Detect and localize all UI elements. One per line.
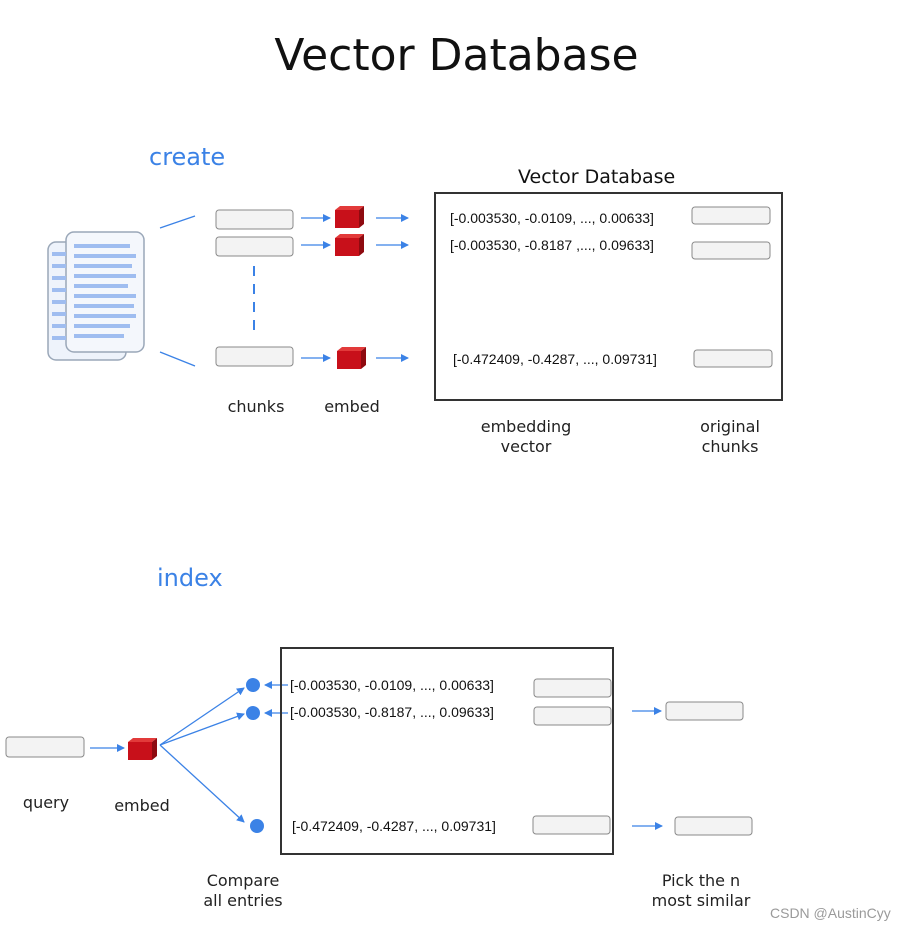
db-title: Vector Database xyxy=(518,166,676,188)
original-chunk-box xyxy=(533,678,612,698)
create-vector-2: [-0.003530, -0.8187 ,..., 0.09633] xyxy=(450,237,654,253)
original-chunks-label: original chunks xyxy=(700,417,760,456)
doc-connector-bottom xyxy=(159,351,196,367)
index-embed-label: embed xyxy=(114,796,170,815)
result-chunk-box xyxy=(674,816,753,836)
chunk-box xyxy=(215,236,294,257)
compare-dot xyxy=(246,678,260,692)
chunk-box xyxy=(215,346,294,367)
index-vector-2: [-0.003530, -0.8187, ..., 0.09633] xyxy=(290,704,494,720)
embed-cube-icon xyxy=(335,206,364,228)
embed-cube-icon xyxy=(335,234,364,256)
original-chunk-box xyxy=(693,349,773,368)
original-chunk-box xyxy=(533,706,612,726)
index-section-label: index xyxy=(157,564,223,592)
compare-dot xyxy=(250,819,264,833)
chunk-box xyxy=(215,209,294,230)
index-db-box xyxy=(280,647,614,855)
vector-db-box xyxy=(434,192,783,401)
embed-label: embed xyxy=(324,397,380,416)
query-label: query xyxy=(22,793,70,812)
create-vector-3: [-0.472409, -0.4287, ..., 0.09731] xyxy=(453,351,657,367)
index-vector-3: [-0.472409, -0.4287, ..., 0.09731] xyxy=(292,818,496,834)
watermark: CSDN @AustinCyy xyxy=(770,905,891,921)
index-vector-1: [-0.003530, -0.0109, ..., 0.00633] xyxy=(290,677,494,693)
page-title: Vector Database xyxy=(274,30,639,81)
documents-icon xyxy=(47,231,145,361)
compare-label: Compare all entries xyxy=(203,871,283,910)
compare-dot xyxy=(246,706,260,720)
doc-connector-top xyxy=(159,215,196,229)
pick-label: Pick the n most similar xyxy=(651,871,751,910)
original-chunk-box xyxy=(691,206,771,225)
create-section-label: create xyxy=(149,143,226,171)
chunks-label: chunks xyxy=(227,397,285,416)
original-chunk-box xyxy=(532,815,611,835)
query-box xyxy=(5,736,85,758)
original-chunk-box xyxy=(691,241,771,260)
result-chunk-box xyxy=(665,701,744,721)
create-vector-1: [-0.003530, -0.0109, ..., 0.00633] xyxy=(450,210,654,226)
embedding-vector-label: embedding vector xyxy=(480,417,572,456)
embed-cube-icon xyxy=(128,738,157,760)
embed-cube-icon xyxy=(337,347,366,369)
